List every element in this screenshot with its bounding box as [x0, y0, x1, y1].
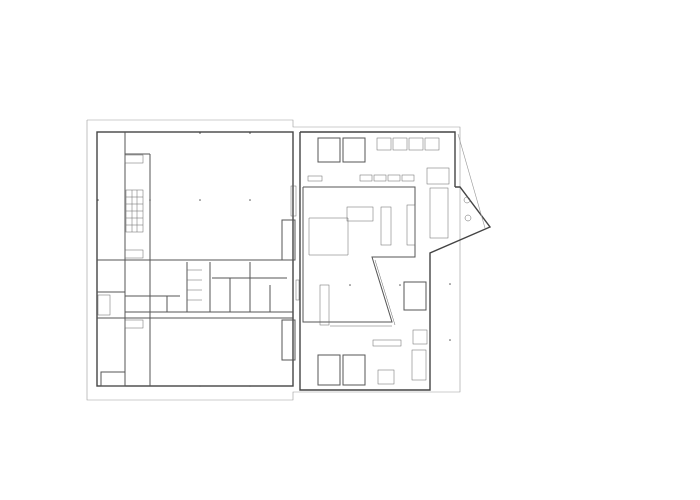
core-stair-south [317, 354, 341, 386]
east-wing [299, 131, 492, 391]
column-grid [97, 132, 451, 387]
outer-frame [86, 119, 461, 401]
link-zone [281, 185, 300, 361]
core-lift-north [342, 137, 366, 163]
core-stair-north [317, 137, 341, 163]
stair [97, 294, 111, 316]
corridor-rooms [97, 262, 293, 313]
core-east [403, 281, 427, 311]
furniture [307, 137, 472, 385]
core-lift-south [342, 354, 366, 386]
west-wing [96, 131, 294, 387]
